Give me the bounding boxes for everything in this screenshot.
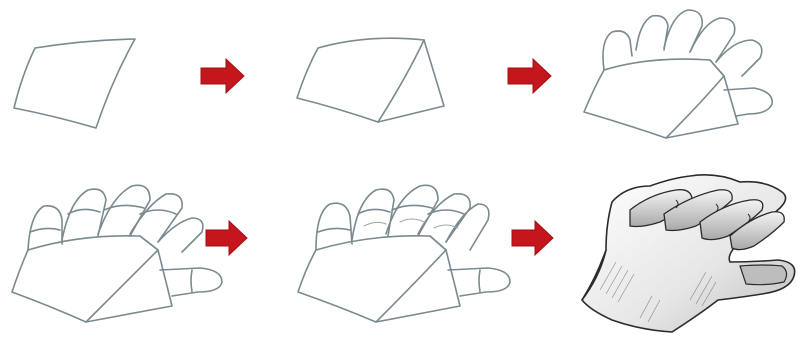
right-arrow-icon (508, 59, 551, 93)
right-arrow-icon (201, 59, 244, 93)
right-arrow-icon (512, 221, 553, 255)
step-1-palm-plane (14, 39, 135, 128)
step-5-hand-refined (298, 185, 510, 322)
step-4-hand-segments (12, 185, 222, 322)
step-3-hand-block (584, 10, 772, 138)
step-2-palm-wedge (297, 38, 444, 122)
right-arrow-icon (206, 221, 247, 255)
step-6-shaded-hand (582, 175, 795, 332)
